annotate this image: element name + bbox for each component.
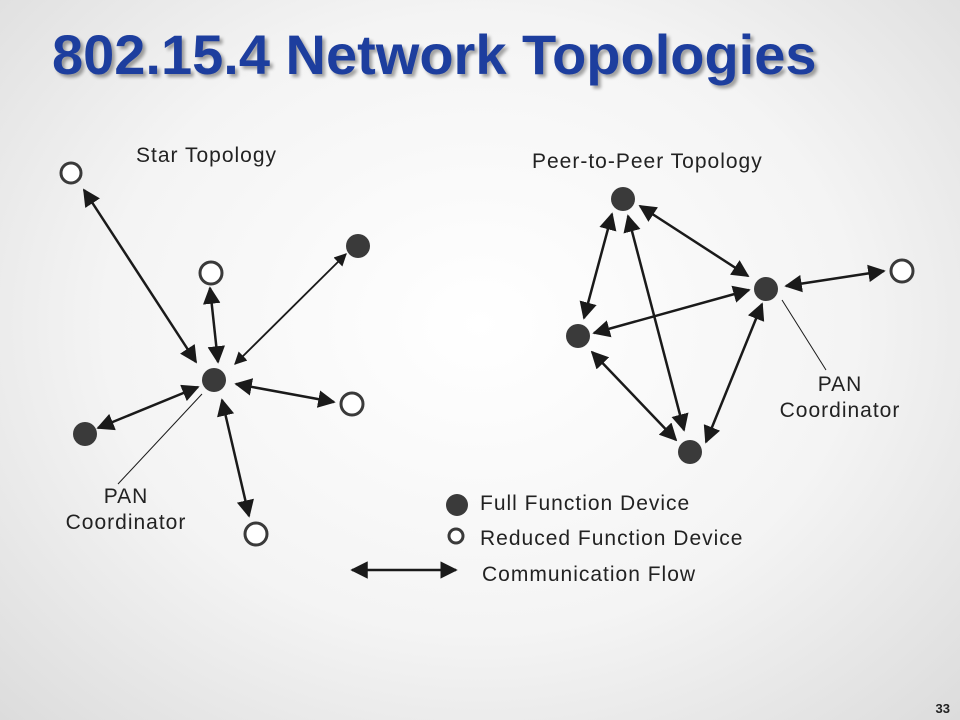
legend-rfd-icon xyxy=(447,527,465,545)
p2p-ffd-node xyxy=(566,324,590,348)
star-ffd-node xyxy=(346,234,370,258)
star-edge xyxy=(202,286,226,364)
p2p-rfd-node xyxy=(889,258,915,284)
star-rfd-node xyxy=(243,521,269,547)
star-edge xyxy=(217,398,254,518)
star-ffd-node xyxy=(73,422,97,446)
p2p-edge xyxy=(592,285,751,338)
legend-flow-label: Communication Flow xyxy=(482,563,697,586)
p2p-edge xyxy=(638,204,750,278)
legend-rfd-label: Reduced Function Device xyxy=(480,527,744,550)
p2p-ffd-node xyxy=(678,440,702,464)
p2p-coordinator-pointer xyxy=(781,299,827,371)
star-pan-coordinator-label: PAN Coordinator xyxy=(65,485,187,534)
slide-number: 33 xyxy=(935,701,950,716)
p2p-edge xyxy=(590,350,678,442)
star-rfd-node xyxy=(59,161,83,185)
star-edge xyxy=(82,188,198,364)
legend-ffd-label: Full Function Device xyxy=(480,492,691,515)
p2p-topology-heading: Peer-to-Peer Topology xyxy=(532,150,763,173)
p2p-ffd-node xyxy=(611,187,635,211)
star-edge xyxy=(234,253,347,365)
p2p-edge xyxy=(579,212,617,320)
p2p-edge xyxy=(703,302,765,444)
star-edges xyxy=(82,188,347,518)
p2p-edge xyxy=(784,264,886,293)
star-edge xyxy=(96,384,200,431)
legend-ffd-icon xyxy=(446,494,468,516)
p2p-pan-coordinator-label: PAN Coordinator xyxy=(779,373,901,422)
star-edge xyxy=(234,378,336,408)
star-pan-coordinator-node xyxy=(202,368,226,392)
star-topology-heading: Star Topology xyxy=(136,144,278,167)
star-coordinator-pointer xyxy=(117,393,203,485)
star-rfd-node xyxy=(198,260,224,286)
star-rfd-node xyxy=(339,391,365,417)
p2p-edges xyxy=(579,204,886,444)
slide-title: 802.15.4 Network Topologies xyxy=(52,23,817,86)
p2p-pan-coordinator-node xyxy=(754,277,778,301)
